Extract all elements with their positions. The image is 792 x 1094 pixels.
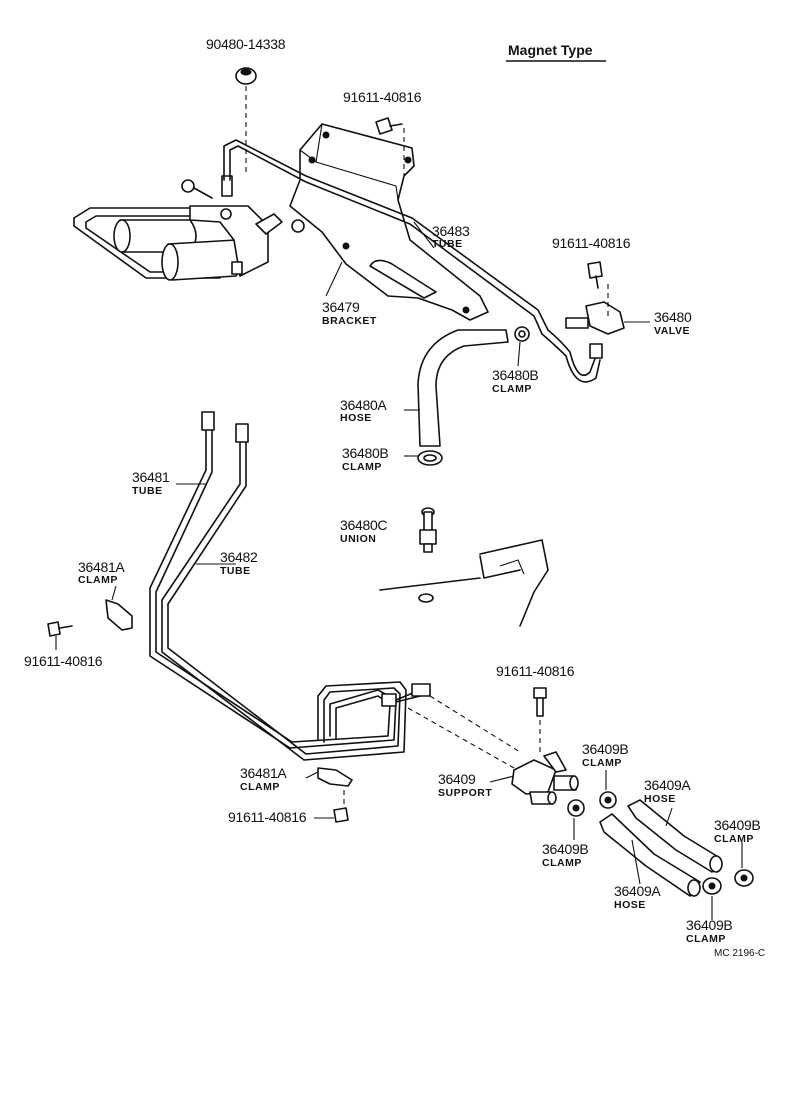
svg-text:HOSE: HOSE [340,412,372,424]
callout-91611-40816-top: 91611-40816 [343,89,422,105]
svg-text:91611-40816: 91611-40816 [343,89,422,105]
bolt-top-center [375,117,405,176]
svg-text:CLAMP: CLAMP [714,833,754,845]
grommet-90480 [235,67,257,176]
svg-text:BRACKET: BRACKET [322,315,377,327]
svg-text:36409B: 36409B [714,817,760,833]
svg-text:CLAMP: CLAMP [342,461,382,473]
callout-36409-support: 36409 SUPPORT [438,771,492,799]
callout-36480-valve: 36480 VALVE [654,309,692,337]
svg-text:TUBE: TUBE [432,238,463,250]
callout-36482-tube: 36482 TUBE [220,549,258,577]
callout-36480B-clamp-upper: 36480B CLAMP [492,367,539,395]
svg-text:36479: 36479 [322,299,360,315]
bolt-support [533,687,547,756]
callout-36481A-clamp-upper: 36481A CLAMP [78,559,126,586]
tube-36483 [223,139,601,383]
callout-36480B-clamp-lower: 36480B CLAMP [342,445,389,473]
callout-91611-40816-left: 91611-40816 [24,653,103,669]
svg-text:36481A: 36481A [78,559,125,575]
svg-text:VALVE: VALVE [654,325,690,337]
svg-text:CLAMP: CLAMP [78,574,118,586]
svg-text:91611-40816: 91611-40816 [496,663,575,679]
svg-text:36483: 36483 [432,223,470,239]
callout-36409B-clamp-d: 36409B CLAMP [686,917,733,945]
callout-36409A-hose-lower: 36409A HOSE [614,883,662,911]
hose-36409A-lower [599,813,701,897]
svg-text:90480-14338: 90480-14338 [206,36,286,52]
svg-text:36482: 36482 [220,549,258,565]
svg-text:CLAMP: CLAMP [492,383,532,395]
svg-text:36481A: 36481A [240,765,287,781]
svg-text:CLAMP: CLAMP [686,933,726,945]
hose-36480A [417,326,530,466]
svg-text:SUPPORT: SUPPORT [438,787,492,799]
diagram-code: MC 2196-C [714,948,765,959]
clamp-36409B-b [567,799,585,817]
callout-91611-40816-valve: 91611-40816 [552,235,631,251]
callout-90480-14338: 90480-14338 [206,36,286,52]
callout-36479-bracket: 36479 BRACKET [322,299,377,327]
svg-text:36409B: 36409B [582,741,628,757]
callout-36481-tube: 36481 TUBE [132,469,170,497]
bolt-lower-clamp [333,790,349,823]
svg-text:HOSE: HOSE [614,899,646,911]
clamp-36481A-lower [317,767,353,787]
svg-text:36409B: 36409B [542,841,588,857]
callout-91611-40816-lower: 91611-40816 [228,809,307,825]
svg-text:36409B: 36409B [686,917,732,933]
callout-36409B-clamp-a: 36409B CLAMP [582,741,629,769]
svg-text:CLAMP: CLAMP [582,757,622,769]
callout-91611-40816-support: 91611-40816 [496,663,575,679]
bolt-left [47,621,73,637]
svg-text:36409: 36409 [438,771,476,787]
svg-text:36480A: 36480A [340,397,387,413]
align-line-2 [407,707,515,769]
callout-36409B-clamp-b: 36409B CLAMP [542,841,589,869]
svg-text:91611-40816: 91611-40816 [552,235,631,251]
clamp-36409B-c [734,869,754,887]
callout-36480A-hose: 36480A HOSE [340,397,388,424]
clamp-36481A-upper [105,599,133,631]
svg-text:36480C: 36480C [340,517,387,533]
union-36480C [419,507,437,553]
support-36409 [511,751,579,805]
clamp-36409B-a [599,791,617,809]
callout-36480C-union: 36480C UNION [340,517,388,545]
svg-text:36480B: 36480B [342,445,388,461]
tank-section [379,539,549,627]
callout-36483-tube: 36483 TUBE [432,223,470,250]
callout-36481A-clamp-lower: 36481A CLAMP [240,765,288,793]
bracket-36479 [289,123,489,321]
svg-text:91611-40816: 91611-40816 [228,809,307,825]
callout-36409B-clamp-c: 36409B CLAMP [714,817,761,845]
svg-text:36481: 36481 [132,469,170,485]
svg-text:CLAMP: CLAMP [240,781,280,793]
hose-36409A-upper [627,799,723,873]
svg-text:36480: 36480 [654,309,692,325]
svg-text:36480B: 36480B [492,367,538,383]
svg-text:TUBE: TUBE [132,485,163,497]
diagram-title: Magnet Type [508,42,593,58]
svg-text:HOSE: HOSE [644,793,676,805]
clamp-36409B-d [702,877,722,895]
callout-36409A-hose-upper: 36409A HOSE [644,777,692,805]
bolt-valve [587,261,609,316]
tubes-36481-36482 [149,411,431,761]
leader-lines [55,221,743,920]
svg-text:91611-40816: 91611-40816 [24,653,103,669]
actuator-assembly [73,175,283,281]
svg-text:CLAMP: CLAMP [542,857,582,869]
svg-text:UNION: UNION [340,533,376,545]
valve-36480 [565,301,625,359]
align-line-1 [429,695,521,753]
svg-text:36409A: 36409A [614,883,661,899]
svg-text:TUBE: TUBE [220,565,251,577]
svg-text:36409A: 36409A [644,777,691,793]
